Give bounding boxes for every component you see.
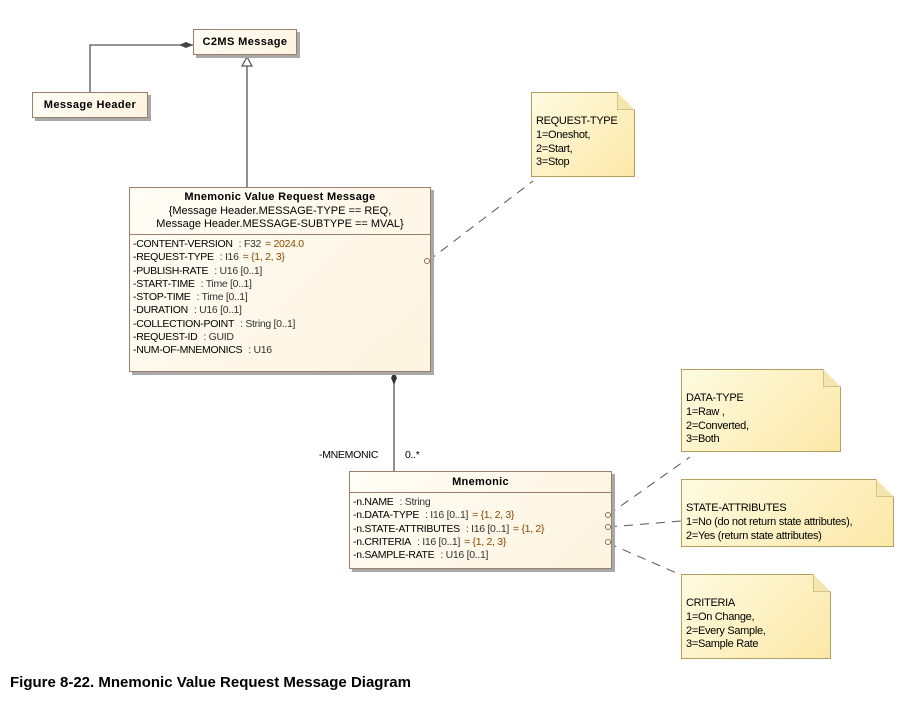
attribute-type: : I16 [0..1] xyxy=(425,509,469,522)
note-line: 1=Oneshot, xyxy=(536,128,591,141)
attribute-name: -DURATION xyxy=(133,304,188,317)
class-name: Message Header xyxy=(43,99,137,111)
attribute-type: : String [0..1] xyxy=(240,317,296,330)
attribute-name: -n.DATA-TYPE xyxy=(353,509,420,522)
composition-diamond-mnemonic-icon xyxy=(391,372,397,385)
attribute-name: -CONTENT-VERSION xyxy=(133,238,233,250)
attribute-type: : U16 [0..1] xyxy=(214,264,263,277)
class-c2ms-message[interactable]: C2MS Message xyxy=(193,29,297,55)
note-line: CRITERIA xyxy=(686,597,735,609)
note-line: 3=Stop xyxy=(536,156,570,169)
class-message-header[interactable]: Message Header xyxy=(32,92,148,118)
attribute-type: : I16 xyxy=(219,251,239,264)
note-line: 2=Converted, xyxy=(686,419,749,432)
class-constraint-2: Message Header.MESSAGE-SUBTYPE == MVAL} xyxy=(156,218,404,230)
class-name: Mnemonic xyxy=(452,476,509,488)
attribute-row: -PUBLISH-RATE : U16 [0..1] xyxy=(133,265,427,278)
attribute-row: -n.STATE-ATTRIBUTES : I16 [0..1] = {1, 2} xyxy=(353,523,608,536)
figure-caption: Figure 8-22. Mnemonic Value Request Mess… xyxy=(10,674,411,691)
attribute-type: : U16 xyxy=(248,344,272,357)
attribute-row: -REQUEST-ID : GUID xyxy=(133,331,427,344)
port-state-attributes xyxy=(605,524,611,530)
note-line: 1=On Change, xyxy=(686,610,755,623)
class-name: Mnemonic Value Request Message xyxy=(184,191,376,203)
attribute-type: : I16 [0..1] xyxy=(465,522,509,535)
class-mnemonic-value-request-message[interactable]: Mnemonic Value Request Message {Message … xyxy=(129,187,431,372)
attribute-type: : String xyxy=(399,496,431,508)
attribute-type: : Time [0..1] xyxy=(200,277,252,290)
note-fold-icon xyxy=(876,479,894,497)
note-line: 1=Raw , xyxy=(686,405,725,418)
attribute-name: -START-TIME xyxy=(133,277,195,290)
attribute-row: -REQUEST-TYPE : I16= {1, 2, 3} xyxy=(133,251,427,264)
note-line: 2=Yes (return state attributes) xyxy=(686,529,822,542)
note-line: 2=Start, xyxy=(536,142,573,155)
note-line: 3=Both xyxy=(686,433,720,446)
attribute-default-value: = {1, 2} xyxy=(513,522,545,535)
note-line: 2=Every Sample, xyxy=(686,624,766,637)
attribute-list: -CONTENT-VERSION: F32= 2024.0-REQUEST-TY… xyxy=(130,234,430,362)
note-fold-icon xyxy=(813,574,831,592)
note-request-type[interactable]: REQUEST-TYPE 1=Oneshot, 2=Start, 3=Stop xyxy=(531,92,635,177)
attribute-default-value: = {1, 2, 3} xyxy=(242,251,285,264)
note-anchor-state-attributes xyxy=(607,520,682,528)
association-role: -MNEMONIC xyxy=(319,449,379,461)
attribute-row: -n.DATA-TYPE : I16 [0..1]= {1, 2, 3} xyxy=(353,509,608,522)
association-multiplicity: 0..* xyxy=(405,449,420,461)
attribute-name: -REQUEST-ID xyxy=(133,331,198,344)
attribute-row: -START-TIME : Time [0..1] xyxy=(133,278,427,291)
note-anchor-request-type xyxy=(427,180,534,262)
attribute-row: -COLLECTION-POINT : String [0..1] xyxy=(133,318,427,331)
attribute-row: -NUM-OF-MNEMONICS : U16 xyxy=(133,344,427,357)
note-line: DATA-TYPE xyxy=(686,392,744,404)
class-mnemonic[interactable]: Mnemonic -n.NAME : String-n.DATA-TYPE : I1… xyxy=(349,471,612,569)
note-fold-icon xyxy=(617,92,635,110)
attribute-name: -COLLECTION-POINT xyxy=(133,317,235,330)
class-constraint-1: {Message Header.MESSAGE-TYPE == REQ, xyxy=(168,205,392,217)
composition-line-header xyxy=(89,44,193,92)
attribute-row: -STOP-TIME : Time [0..1] xyxy=(133,291,427,304)
note-anchor-criteria xyxy=(607,542,682,576)
attribute-name: -n.NAME xyxy=(353,496,394,508)
note-anchor-data-type xyxy=(607,456,691,516)
attribute-type: : GUID xyxy=(203,331,234,344)
attribute-name: -n.CRITERIA xyxy=(353,535,411,548)
generalization-arrow-icon xyxy=(240,55,254,67)
note-data-type[interactable]: DATA-TYPE 1=Raw , 2=Converted, 3=Both xyxy=(681,369,841,452)
attribute-type: : Time [0..1] xyxy=(196,291,248,304)
attribute-default-value: = {1, 2, 3} xyxy=(464,535,507,548)
attribute-list: -n.NAME: String-n.DATA-TYPE: I16 [0..1]=… xyxy=(350,492,611,566)
port-request-type xyxy=(424,258,430,264)
attribute-default-value: = 2024.0 xyxy=(265,238,304,250)
attribute-name: -n.STATE-ATTRIBUTES xyxy=(353,522,460,535)
attribute-name: -n.SAMPLE-RATE xyxy=(353,549,435,562)
attribute-type: : I16 [0..1] xyxy=(416,535,461,548)
attribute-name: -STOP-TIME xyxy=(133,291,191,304)
attribute-type: : U16 [0..1] xyxy=(193,304,242,317)
attribute-row: -n.NAME : String xyxy=(353,496,608,509)
attribute-row: -CONTENT-VERSION : F32= 2024.0 xyxy=(133,238,427,251)
port-criteria xyxy=(605,539,611,545)
note-line: 1=No (do not return state attributes), xyxy=(686,515,853,528)
note-line: REQUEST-TYPE xyxy=(536,115,618,127)
attribute-name: -NUM-OF-MNEMONICS xyxy=(133,344,243,357)
attribute-row: -DURATION : U16 [0..1] xyxy=(133,304,427,317)
attribute-row: -n.CRITERIA : I16 [0..1]= {1, 2, 3} xyxy=(353,536,608,549)
note-state-attributes[interactable]: STATE-ATTRIBUTES 1=No (do not return sta… xyxy=(681,479,894,547)
attribute-default-value: = {1, 2, 3} xyxy=(472,509,515,522)
attribute-type: : U16 [0..1] xyxy=(440,549,489,562)
class-name: C2MS Message xyxy=(202,36,288,48)
note-fold-icon xyxy=(823,369,841,387)
attribute-row: -n.SAMPLE-RATE : U16 [0..1] xyxy=(353,549,608,562)
note-line: 3=Sample Rate xyxy=(686,638,759,651)
note-line: STATE-ATTRIBUTES xyxy=(686,502,787,514)
note-criteria[interactable]: CRITERIA 1=On Change, 2=Every Sample, 3=… xyxy=(681,574,831,659)
composition-diamond-icon xyxy=(179,42,193,48)
port-data-type xyxy=(605,512,611,518)
attribute-name: -PUBLISH-RATE xyxy=(133,264,209,277)
attribute-type: : F32 xyxy=(238,238,262,250)
attribute-name: -REQUEST-TYPE xyxy=(133,251,214,264)
